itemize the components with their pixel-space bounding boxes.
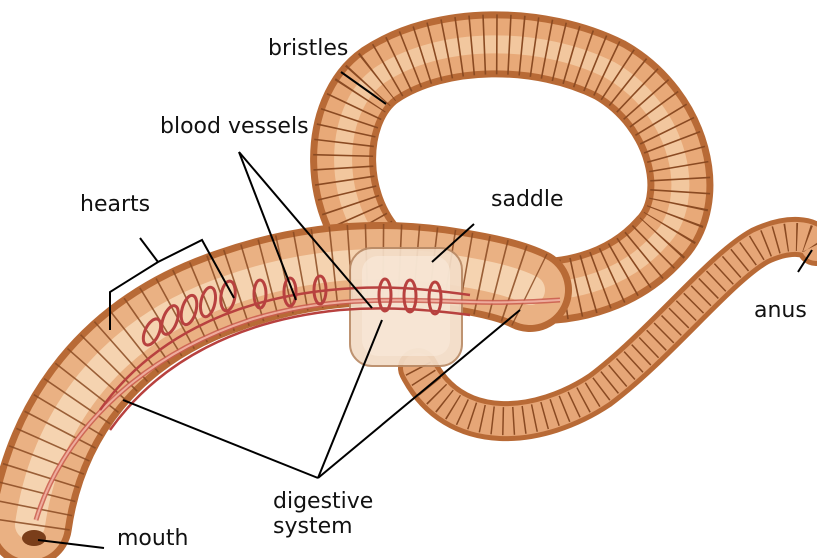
label-mouth: mouth bbox=[117, 526, 188, 551]
label-anus: anus bbox=[754, 298, 807, 323]
leader-hearts bbox=[140, 238, 158, 262]
label-blood-vessels: blood vessels bbox=[160, 114, 309, 139]
label-digestive-line2: system bbox=[273, 514, 373, 539]
label-saddle: saddle bbox=[491, 187, 564, 212]
label-hearts: hearts bbox=[80, 192, 150, 217]
label-digestive-system: digestive system bbox=[273, 489, 373, 540]
label-bristles: bristles bbox=[268, 36, 348, 61]
mouth-tip bbox=[22, 530, 46, 546]
label-digestive-line1: digestive bbox=[273, 489, 373, 514]
leader-digestive-1 bbox=[123, 400, 318, 478]
